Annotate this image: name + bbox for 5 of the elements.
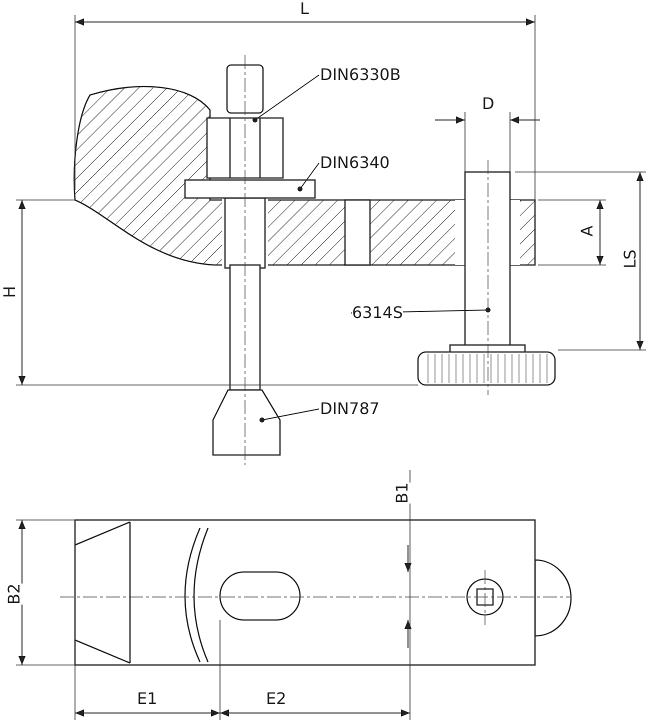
- leader-line: [260, 408, 320, 422]
- leader-line: [252, 74, 320, 122]
- dimension-label: B1: [394, 482, 412, 504]
- leader-line: [298, 162, 320, 192]
- dimension-label: B2: [6, 583, 24, 605]
